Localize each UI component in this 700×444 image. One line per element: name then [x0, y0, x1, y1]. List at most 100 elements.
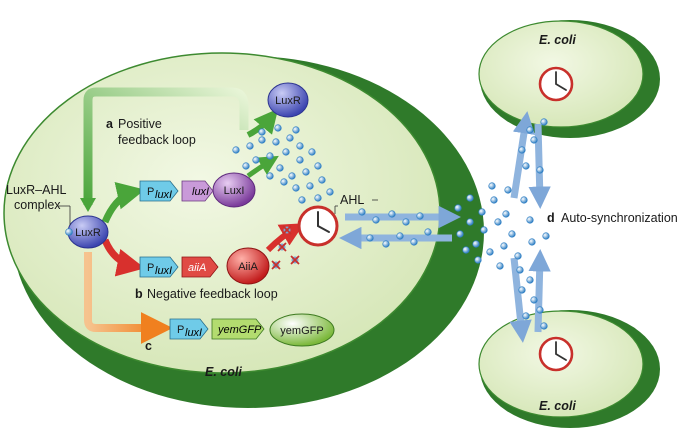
- main-cell-label: E. coli: [205, 365, 242, 379]
- ahl-dot: [472, 240, 480, 248]
- ahl-dot: [266, 172, 274, 180]
- ahl-dot: [526, 126, 534, 134]
- ahl-dot: [372, 216, 380, 224]
- ahl-dot: [536, 166, 544, 174]
- top-cell-label: E. coli: [539, 33, 576, 47]
- bottom-cell-label: E. coli: [539, 399, 576, 413]
- ahl-dot: [520, 196, 528, 204]
- ahl-dot: [478, 208, 486, 216]
- ahl-dot: [536, 306, 544, 314]
- ahl-dot: [258, 128, 266, 136]
- complex-label-line2: complex: [14, 198, 61, 212]
- ahl-dot: [508, 230, 516, 238]
- ahl-molecules: [232, 118, 550, 330]
- ahl-dot: [466, 194, 474, 202]
- promoter-gfp-p: P: [177, 324, 184, 336]
- ahl-dot: [516, 266, 524, 274]
- ahl-dot: [486, 248, 494, 256]
- top-export-arrow: [510, 111, 536, 199]
- ahl-dot: [488, 182, 496, 190]
- ahl-dot: [462, 246, 470, 254]
- ahl-dot: [388, 210, 396, 218]
- ahl-dot: [308, 148, 316, 156]
- luxi-to-luxr-arrow: [246, 108, 279, 138]
- degraded-mark-1: [282, 225, 292, 235]
- ahl-dot: [540, 322, 548, 330]
- label-ahl: AHL: [340, 193, 364, 207]
- label-a-line1: Positive: [118, 117, 162, 131]
- luxi-gene-label: luxI: [192, 186, 209, 198]
- ahl-dot: [474, 256, 482, 264]
- ahl-dot: [504, 186, 512, 194]
- gene-constructs: P luxI luxI P luxI aiiA P luxI yemGFP: [139, 180, 265, 340]
- luxr-top-label: LuxR: [275, 95, 301, 107]
- degraded-ahl-marks: [271, 225, 300, 270]
- ahl-dot: [282, 148, 290, 156]
- ahl-dot: [416, 212, 424, 220]
- complex-label-line1: LuxR–AHL: [6, 183, 66, 197]
- ahl-dot: [286, 134, 294, 142]
- aiia-gene-block: [181, 256, 219, 278]
- pathway-arrows: [80, 87, 305, 344]
- ahl-dot: [382, 240, 390, 248]
- ahl-dot: [232, 146, 240, 154]
- luxr-to-luxi-arrow: [101, 181, 145, 224]
- top-clock-hands: [555, 71, 567, 91]
- promoter-luxi-p: P: [147, 186, 154, 198]
- ahl-dot: [302, 168, 310, 176]
- label-a-letter: a: [106, 117, 114, 131]
- promoter-aiia-sub: luxI: [155, 265, 172, 277]
- ahl-dot: [466, 218, 474, 226]
- label-d-text: Auto-synchronization: [561, 211, 678, 225]
- ahl-dot: [280, 178, 288, 186]
- molecules: LuxR LuxR LuxI AiiA yemGFP: [65, 82, 335, 347]
- ahl-dot: [288, 172, 296, 180]
- ahl-dot: [242, 162, 250, 170]
- ahl-dot: [454, 204, 462, 212]
- aiia-label: AiiA: [238, 261, 258, 273]
- promoter-aiia-row: [139, 256, 179, 278]
- promoter-gfp-sub: luxI: [185, 327, 202, 339]
- ahl-dot: [456, 230, 464, 238]
- bottom-clock-hands: [555, 341, 567, 361]
- label-b-letter: b: [135, 287, 143, 301]
- luxi-to-ahl-arrow: [246, 155, 279, 179]
- luxr-to-aiia-arrow: [101, 238, 145, 277]
- aiia-degrades-arrow: [265, 223, 305, 253]
- ahl-dot: [518, 286, 526, 294]
- ahl-dot: [396, 232, 404, 240]
- ahl-dot: [494, 218, 502, 226]
- bottom-clock: [538, 336, 574, 372]
- label-c-letter: c: [145, 339, 152, 353]
- ahl-dot: [252, 156, 260, 164]
- ahl-dot: [528, 238, 536, 246]
- ahl-dot: [314, 162, 322, 170]
- luxi-gene-block: [181, 180, 214, 202]
- ahl-dot: [424, 228, 432, 236]
- ahl-dot: [490, 196, 498, 204]
- top-import-arrow: [528, 123, 551, 209]
- ahl-dot: [526, 216, 534, 224]
- ahl-dot: [272, 138, 280, 146]
- positive-feedback-arrow: [83, 87, 249, 205]
- luxr-to-yemgfp-arrow: [84, 252, 173, 344]
- ahl-dot: [402, 218, 410, 226]
- ahl-dot: [306, 182, 314, 190]
- ahl-dot: [530, 296, 538, 304]
- ahl-dot: [502, 210, 510, 218]
- yemgfp-gene-label: yemGFP: [217, 324, 262, 336]
- ahl-dot: [326, 188, 334, 196]
- yemgfp-node: [269, 313, 335, 347]
- degraded-mark-2: [277, 242, 287, 252]
- ahl-dot: [266, 152, 274, 160]
- aiia-gene-label: aiiA: [188, 262, 206, 274]
- promoter-aiia-p: P: [147, 262, 154, 274]
- degraded-mark-4: [271, 260, 281, 270]
- ahl-dot: [522, 162, 530, 170]
- degraded-mark-3: [290, 255, 300, 265]
- luxr-center-label: LuxR: [75, 227, 101, 239]
- ahl-dot: [542, 232, 550, 240]
- ahl-dot: [274, 124, 282, 132]
- label-a-line2: feedback loop: [118, 133, 196, 147]
- bottom-export-arrow: [509, 257, 532, 343]
